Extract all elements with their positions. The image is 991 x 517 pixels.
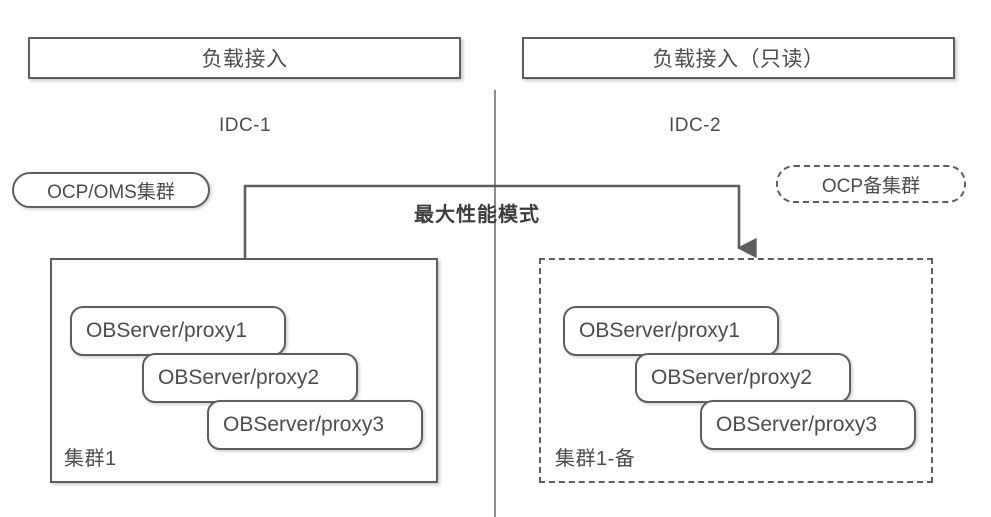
load-access-label-right: 负载接入（只读） (652, 48, 825, 71)
node-label-primary-3: OBServer/proxy3 (223, 413, 385, 436)
ocp-oms-cluster-pill: OCP/OMS集群 (12, 172, 210, 208)
node-label-primary-1: OBServer/proxy1 (86, 319, 248, 342)
node-box-primary-1: OBServer/proxy1 (70, 306, 286, 356)
load-access-box-right: 负载接入（只读） (522, 37, 955, 79)
ocp-standby-cluster-label: OCP备集群 (821, 175, 921, 197)
load-access-box-left: 负载接入 (28, 37, 461, 79)
node-box-standby-3: OBServer/proxy3 (700, 400, 916, 450)
node-label-primary-2: OBServer/proxy2 (158, 366, 320, 389)
ocp-oms-cluster-label: OCP/OMS集群 (47, 181, 175, 203)
idc-label-1: IDC-1 (218, 115, 272, 136)
load-access-label-left: 负载接入 (201, 48, 288, 71)
node-label-standby-3: OBServer/proxy3 (716, 413, 878, 436)
node-box-primary-3: OBServer/proxy3 (207, 400, 423, 450)
node-box-primary-2: OBServer/proxy2 (142, 353, 358, 403)
node-box-standby-2: OBServer/proxy2 (635, 353, 851, 403)
node-label-standby-1: OBServer/proxy1 (579, 319, 741, 342)
cluster-caption-standby: 集群1-备 (555, 448, 636, 470)
cluster-caption-primary: 集群1 (64, 448, 117, 470)
idc-divider (494, 90, 496, 517)
node-label-standby-2: OBServer/proxy2 (651, 366, 813, 389)
node-box-standby-1: OBServer/proxy1 (563, 306, 779, 356)
idc-label-2: IDC-2 (668, 115, 722, 136)
ocp-standby-cluster-pill: OCP备集群 (776, 165, 966, 203)
mode-label: 最大性能模式 (414, 204, 540, 226)
